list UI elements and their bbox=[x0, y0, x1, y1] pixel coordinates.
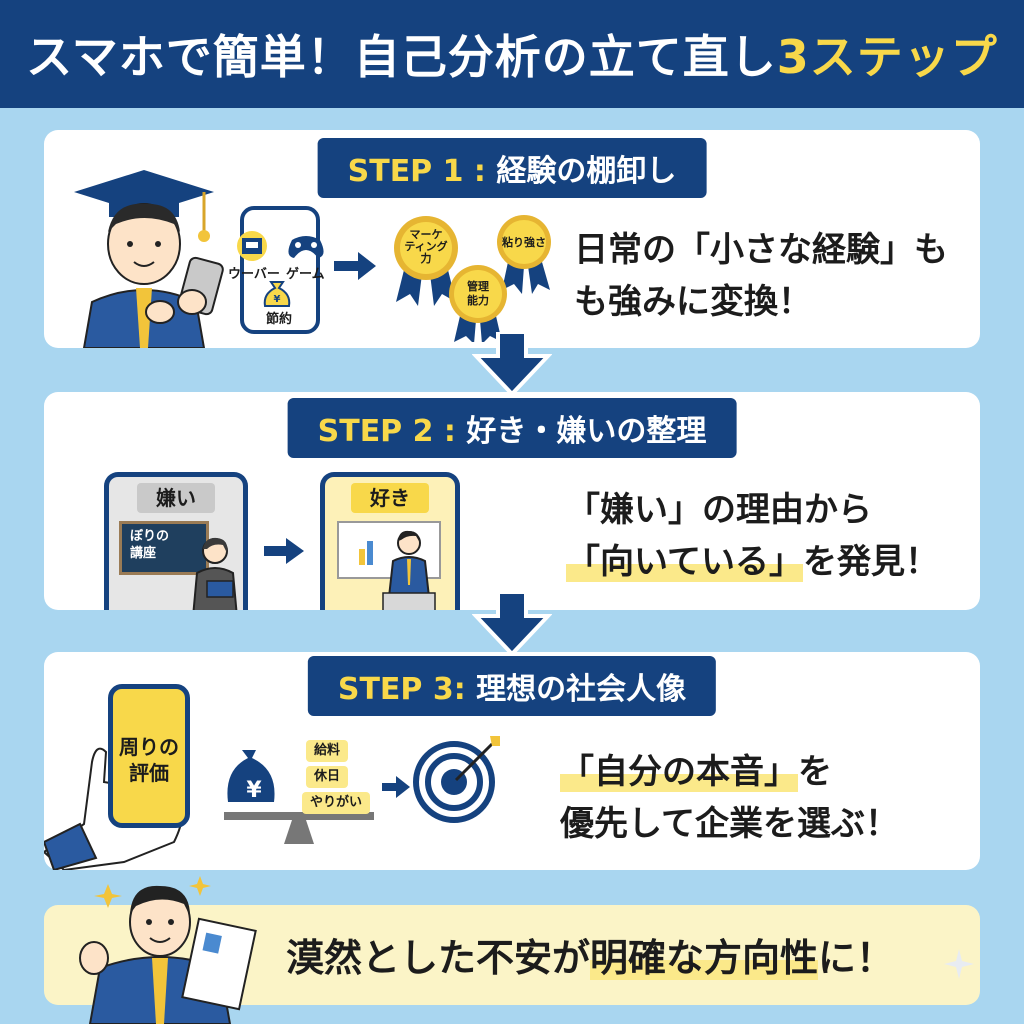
dislike-phone: 嫌い ぼりの 講座 bbox=[104, 472, 248, 610]
holiday-chip: 休日 bbox=[306, 766, 349, 788]
medal-management-line2: 能力 bbox=[467, 293, 489, 307]
step1-description: 日常の「小さな経験」も も強みに変換！ bbox=[574, 230, 948, 322]
yen-symbol: ¥ bbox=[246, 778, 262, 803]
evaluation-phone-text: 周りの 評価 bbox=[119, 735, 179, 785]
target-icon bbox=[413, 736, 500, 823]
saving-label: 節約 bbox=[266, 312, 293, 327]
medal-marketing-line1: マーケ bbox=[410, 228, 443, 241]
step2-label: STEP 2 : 好き・嫌いの整理 bbox=[287, 398, 737, 458]
like-tag: 好き bbox=[351, 483, 429, 513]
down-arrow-icon bbox=[472, 592, 552, 656]
businessman-illustration bbox=[79, 876, 257, 1024]
gamepad-icon bbox=[288, 236, 324, 258]
evaluation-phone bbox=[108, 684, 190, 828]
dislike-tag: 嫌い bbox=[137, 483, 215, 513]
scale-illustration bbox=[224, 750, 374, 844]
right-arrow-icon bbox=[264, 538, 304, 564]
step1-card: STEP 1 : 経験の棚卸し ウーバー ゲーム ¥ 節約 bbox=[44, 130, 980, 348]
step2-card: STEP 2 : 好き・嫌いの整理 嫌い ぼりの 講座 好き 「 bbox=[44, 392, 980, 610]
fulfillment-chip: やりがい bbox=[302, 792, 371, 814]
graduate-illustration bbox=[74, 170, 224, 348]
svg-text:¥: ¥ bbox=[274, 294, 281, 305]
step3-description: 「自分の本音」を 優先して企業を選ぶ！ bbox=[560, 752, 899, 844]
step2-description: 「嫌い」の理由から 「向いている」を発見！ bbox=[566, 490, 939, 582]
sparkle-icon bbox=[944, 949, 974, 979]
step3-label: STEP 3: 理想の社会人像 bbox=[307, 656, 717, 716]
medal-marketing-line3: 力 bbox=[421, 251, 432, 265]
teacher-illustration bbox=[192, 537, 238, 610]
right-arrow-icon bbox=[382, 776, 410, 798]
conclusion-text: 漠然とした不安が明確な方向性に！ bbox=[286, 936, 895, 980]
title-main: スマホで簡単！自己分析の立て直し bbox=[26, 30, 777, 84]
right-arrow-icon bbox=[334, 252, 376, 280]
step2-highlight: 「向いている」 bbox=[566, 542, 803, 582]
step3-highlight: 「自分の本音」 bbox=[560, 752, 798, 792]
conclusion-highlight: 明確な方向性 bbox=[590, 936, 819, 980]
presenter-illustration bbox=[359, 530, 436, 610]
down-arrow-icon bbox=[472, 332, 552, 396]
delivery-icon bbox=[237, 231, 267, 261]
step3-card: STEP 3: 理想の社会人像 周りの 評価 ¥ 給料 休日 やりがい 「自分の… bbox=[44, 652, 980, 870]
title-accent: 3ステップ bbox=[776, 30, 998, 84]
step1-phone bbox=[240, 206, 320, 334]
chalkboard: ぼりの 講座 bbox=[119, 521, 209, 575]
medal-grit: 粘り強さ bbox=[502, 235, 546, 249]
medals-illustration: マーケ ティング 力 粘り強さ 管理 能力 bbox=[394, 215, 551, 342]
uber-label: ウーバー bbox=[228, 267, 280, 282]
step1-label: STEP 1 : 経験の棚卸し bbox=[317, 138, 707, 198]
medal-management-line1: 管理 bbox=[467, 279, 489, 293]
like-phone: 好き bbox=[320, 472, 460, 610]
medal-marketing-line2: ティング bbox=[404, 239, 447, 253]
game-label: ゲーム bbox=[286, 267, 325, 282]
money-bag-icon: ¥ bbox=[263, 281, 291, 307]
salary-chip: 給料 bbox=[306, 740, 349, 762]
